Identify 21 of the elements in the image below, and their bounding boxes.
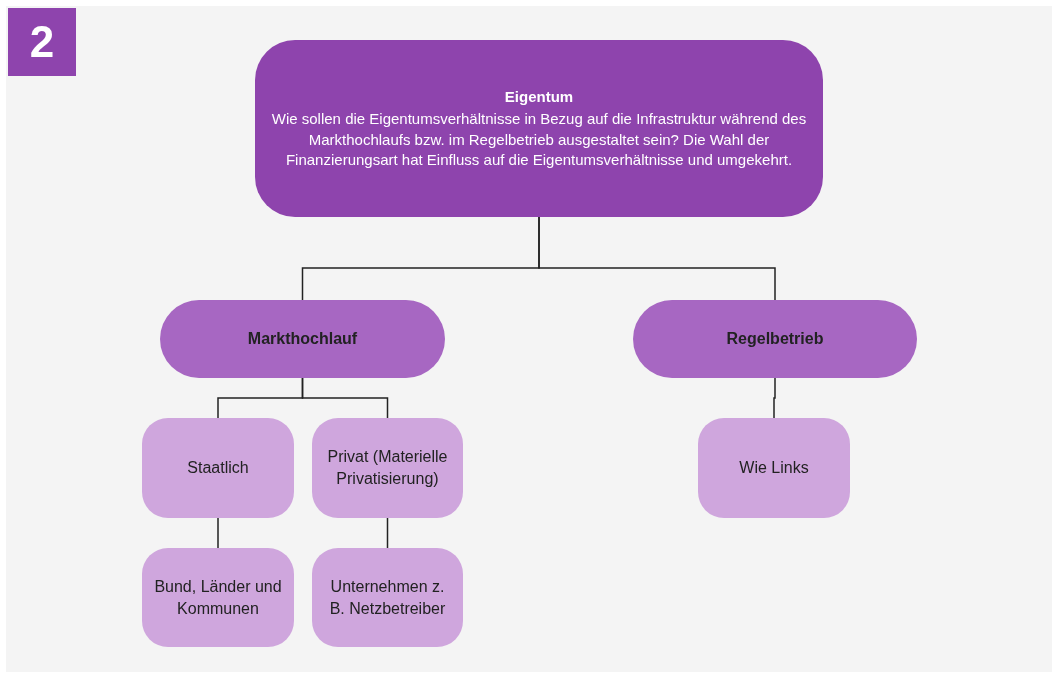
box-text: Privat (Materielle Privatisierung)	[326, 447, 449, 489]
box-text: Unternehmen z. B. Netzbetreiber	[328, 576, 447, 619]
category-box	[312, 548, 463, 647]
category-box	[142, 418, 294, 518]
category-box	[142, 548, 294, 647]
connector-line	[301, 377, 389, 419]
category-box	[312, 418, 463, 518]
connector-line	[217, 517, 219, 549]
topic-box	[255, 40, 823, 217]
box-heading: Eigentum	[504, 87, 574, 107]
category-box	[698, 418, 850, 518]
box-text: Staatlich	[187, 458, 249, 479]
box-text: Bund, Länder und Kommunen	[153, 576, 283, 619]
connector-line	[538, 216, 776, 301]
box-text: Wie sollen die Eigentumsverhältnisse in Bezug auf die Infrastruktur während des Markthochlaufs bzw. im Regelbetrieb ausgestaltet sein? Die Wahl der Finanzierungsart hat Einfluss auf die Eigentumsverhältnisse und umgekehrt.	[270, 109, 808, 170]
box-text: Regelbetrieb	[726, 329, 824, 350]
connector-line	[386, 517, 389, 549]
box-text: Markthochlauf	[247, 329, 358, 350]
number-badge: 2	[8, 8, 76, 76]
box-text: Wie Links	[739, 458, 809, 479]
connector-line	[773, 377, 776, 419]
